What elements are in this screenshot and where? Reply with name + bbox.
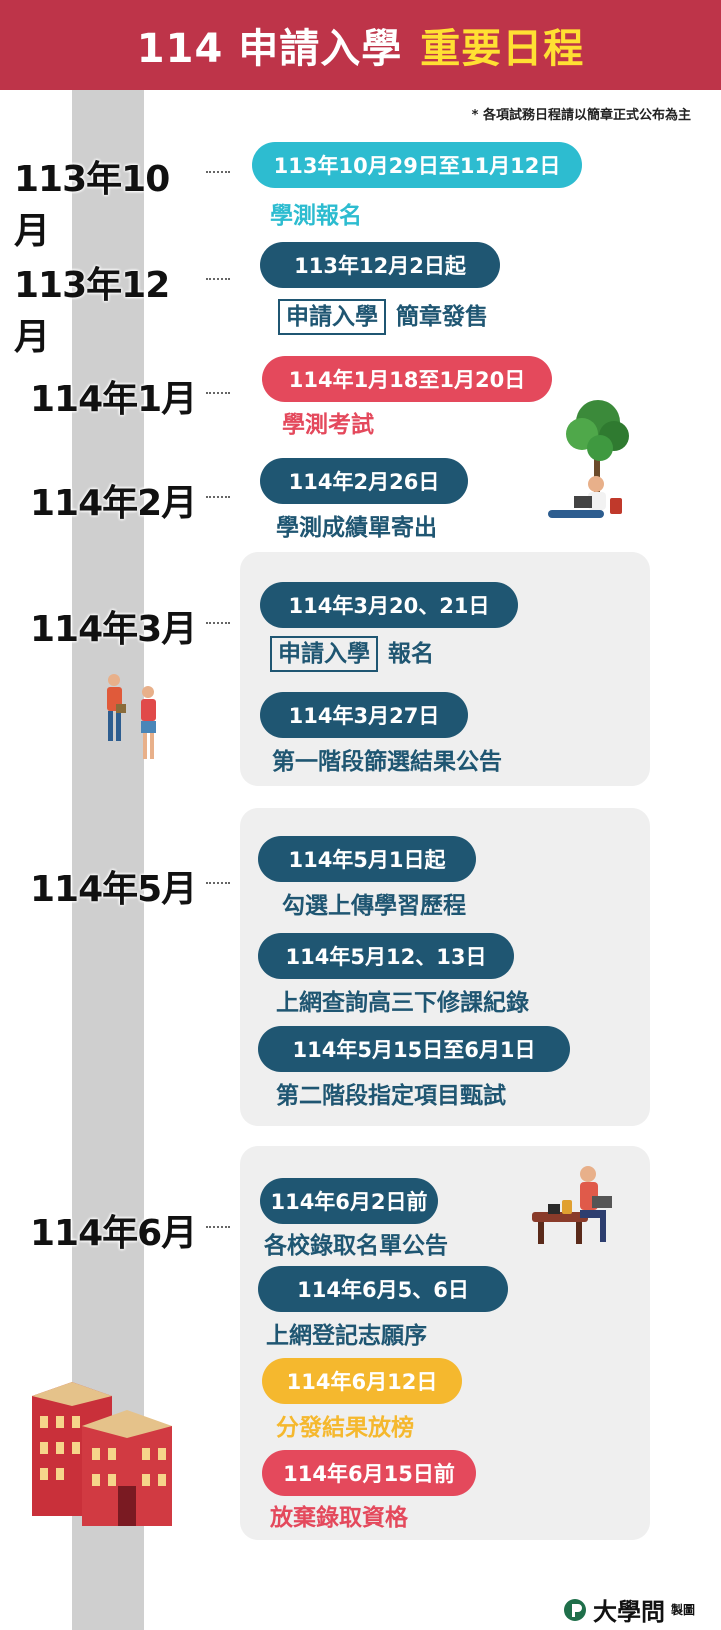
event-label: 上網查詢高三下修課紀錄	[276, 983, 529, 1017]
event-date-pill: 114年5月1日起	[258, 836, 476, 882]
event-label-text: 簡章發售	[396, 304, 488, 330]
dotted-leader	[206, 278, 230, 280]
school-building-illustration	[32, 1382, 172, 1526]
credit: 大學問 製圖	[563, 1592, 695, 1627]
event-label: 放棄錄取資格	[270, 1498, 408, 1532]
boxed-tag: 申請入學	[270, 636, 378, 672]
dotted-leader	[206, 496, 230, 498]
event-label: 申請入學簡章發售	[278, 297, 488, 335]
month-label: 114年1月	[30, 379, 197, 420]
event-label: 分發結果放榜	[276, 1408, 414, 1442]
brand-logo-icon	[563, 1598, 586, 1621]
tree-reader-illustration	[548, 400, 629, 518]
event-label: 第二階段指定項目甄試	[276, 1076, 506, 1110]
month-label: 114年5月	[30, 869, 197, 910]
dotted-leader	[206, 171, 230, 173]
event-label-text: 上網查詢高三下修課紀錄	[276, 990, 529, 1016]
dotted-leader	[206, 1226, 230, 1228]
event-label-text: 分發結果放榜	[276, 1415, 414, 1441]
event-label-text: 各校錄取名單公告	[264, 1233, 448, 1259]
event-label: 上網登記志願序	[266, 1316, 427, 1350]
event-label-text: 第二階段指定項目甄試	[276, 1083, 506, 1109]
dotted-leader	[206, 882, 230, 884]
event-label: 申請入學報名	[270, 634, 434, 672]
page-title-highlight: 重要日程	[420, 26, 585, 72]
event-date-pill: 114年6月15日前	[262, 1450, 476, 1496]
event-date-pill: 114年2月26日	[260, 458, 468, 504]
students-walking-illustration	[107, 674, 156, 759]
event-label: 勾選上傳學習歷程	[282, 886, 466, 920]
dotted-leader	[206, 622, 230, 624]
page-title: 114 申請入學	[136, 26, 403, 72]
event-label: 學測成績單寄出	[276, 508, 437, 542]
event-label: 第一階段篩選結果公告	[272, 742, 502, 776]
event-label: 學測考試	[282, 405, 374, 439]
event-date-pill: 113年10月29日至11月12日	[252, 142, 582, 188]
month-label: 114年3月	[30, 609, 197, 650]
event-label-text: 報名	[388, 641, 434, 667]
month-label: 113年12月	[14, 265, 170, 358]
dotted-leader	[206, 392, 230, 394]
event-label-text: 上網登記志願序	[266, 1323, 427, 1349]
event-label-text: 學測報名	[270, 203, 362, 229]
month-label: 113年10月	[14, 159, 170, 252]
credit-made: 製圖	[670, 1603, 695, 1617]
timeline-bar	[72, 90, 144, 1630]
event-date-pill: 113年12月2日起	[260, 242, 500, 288]
event-date-pill: 114年1月18至1月20日	[262, 356, 552, 402]
month-label: 114年6月	[30, 1213, 197, 1254]
event-label: 各校錄取名單公告	[264, 1226, 448, 1260]
event-label: 學測報名	[270, 196, 362, 230]
bench-student-illustration	[532, 1166, 612, 1244]
event-date-pill: 114年6月5、6日	[258, 1266, 508, 1312]
event-label-text: 學測考試	[282, 412, 374, 438]
event-date-pill: 114年5月15日至6月1日	[258, 1026, 570, 1072]
boxed-tag: 申請入學	[278, 299, 386, 335]
event-date-pill: 114年3月20、21日	[260, 582, 518, 628]
event-date-pill: 114年6月12日	[262, 1358, 462, 1404]
disclaimer-note: * 各項試務日程請以簡章正式公布為主	[471, 108, 691, 123]
event-date-pill: 114年6月2日前	[260, 1178, 438, 1224]
event-label-text: 學測成績單寄出	[276, 515, 437, 541]
event-date-pill: 114年5月12、13日	[258, 933, 514, 979]
brand-name: 大學問	[592, 1598, 665, 1626]
month-label: 114年2月	[30, 483, 197, 524]
event-label-text: 勾選上傳學習歷程	[282, 893, 466, 919]
event-date-pill: 114年3月27日	[260, 692, 468, 738]
event-label-text: 放棄錄取資格	[270, 1505, 408, 1531]
event-label-text: 第一階段篩選結果公告	[272, 749, 502, 775]
page-header: 114 申請入學 重要日程	[0, 0, 721, 90]
